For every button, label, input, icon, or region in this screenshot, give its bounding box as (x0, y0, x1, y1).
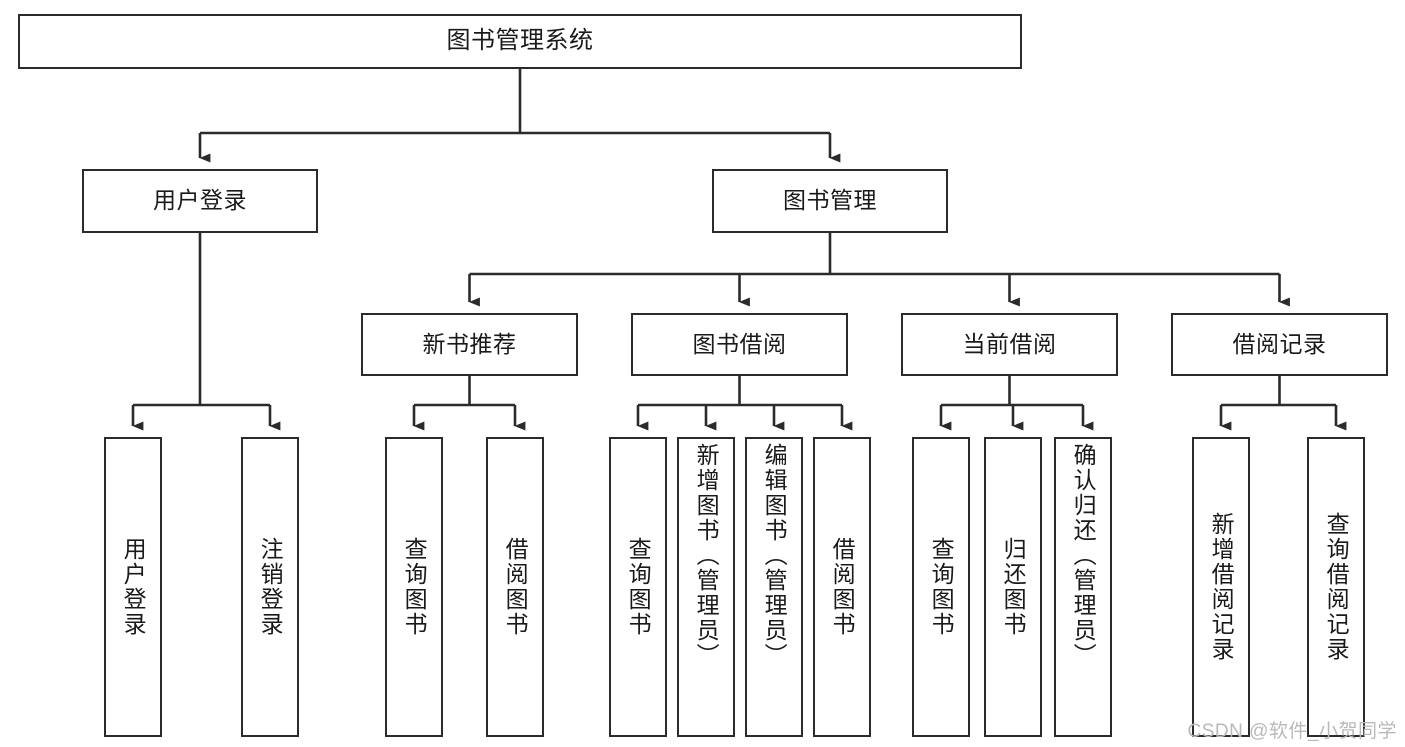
node-leaf-add-record[interactable]: 新增借阅记录 (1192, 437, 1250, 737)
node-leaf-query-book-3[interactable]: 查询图书 (912, 437, 970, 737)
node-borrow-record[interactable]: 借阅记录 (1171, 313, 1388, 376)
node-leaf-query-book-2-label: 查询图书 (625, 537, 652, 637)
node-new-book-rec[interactable]: 新书推荐 (361, 313, 578, 376)
node-leaf-borrow-book-2[interactable]: 借阅图书 (813, 437, 871, 737)
node-new-book-rec-label: 新书推荐 (422, 330, 517, 357)
node-leaf-add-book-label: 新增图书（管理员） (693, 443, 720, 668)
node-leaf-query-record-label: 查询借阅记录 (1323, 512, 1350, 662)
node-leaf-borrow-book-1[interactable]: 借阅图书 (486, 437, 544, 737)
node-user-login[interactable]: 用户登录 (82, 169, 318, 233)
node-leaf-borrow-book-1-label: 借阅图书 (502, 537, 529, 637)
node-book-borrow-label: 图书借阅 (692, 330, 787, 357)
node-leaf-query-book-3-label: 查询图书 (928, 537, 955, 637)
node-book-manage[interactable]: 图书管理 (712, 169, 948, 233)
node-current-borrow-label: 当前借阅 (962, 330, 1057, 357)
node-root-label: 图书管理系统 (446, 27, 594, 55)
watermark: CSDN @软件_小贺同学 (1187, 721, 1397, 742)
node-leaf-add-record-label: 新增借阅记录 (1208, 512, 1235, 662)
node-leaf-user-login-label: 用户登录 (120, 537, 147, 637)
node-leaf-query-book-1-label: 查询图书 (401, 537, 428, 637)
node-leaf-edit-book[interactable]: 编辑图书（管理员） (745, 437, 803, 737)
node-leaf-logout-label: 注销登录 (257, 537, 284, 637)
node-user-login-label: 用户登录 (153, 187, 247, 214)
node-current-borrow[interactable]: 当前借阅 (901, 313, 1118, 376)
node-leaf-confirm-return[interactable]: 确认归还（管理员） (1054, 437, 1112, 737)
node-leaf-borrow-book-2-label: 借阅图书 (829, 537, 856, 637)
node-leaf-return-book-label: 归还图书 (1000, 537, 1027, 637)
node-book-borrow[interactable]: 图书借阅 (631, 313, 848, 376)
node-leaf-query-book-2[interactable]: 查询图书 (609, 437, 667, 737)
node-leaf-return-book[interactable]: 归还图书 (984, 437, 1042, 737)
node-leaf-edit-book-label: 编辑图书（管理员） (761, 443, 788, 668)
node-leaf-add-book[interactable]: 新增图书（管理员） (677, 437, 735, 737)
node-leaf-query-book-1[interactable]: 查询图书 (385, 437, 443, 737)
node-book-manage-label: 图书管理 (783, 187, 877, 214)
node-root[interactable]: 图书管理系统 (18, 14, 1022, 69)
node-leaf-confirm-return-label: 确认归还（管理员） (1070, 443, 1097, 668)
node-leaf-query-record[interactable]: 查询借阅记录 (1307, 437, 1365, 737)
node-borrow-record-label: 借阅记录 (1232, 330, 1327, 357)
node-leaf-logout[interactable]: 注销登录 (241, 437, 299, 737)
node-leaf-user-login[interactable]: 用户登录 (104, 437, 162, 737)
